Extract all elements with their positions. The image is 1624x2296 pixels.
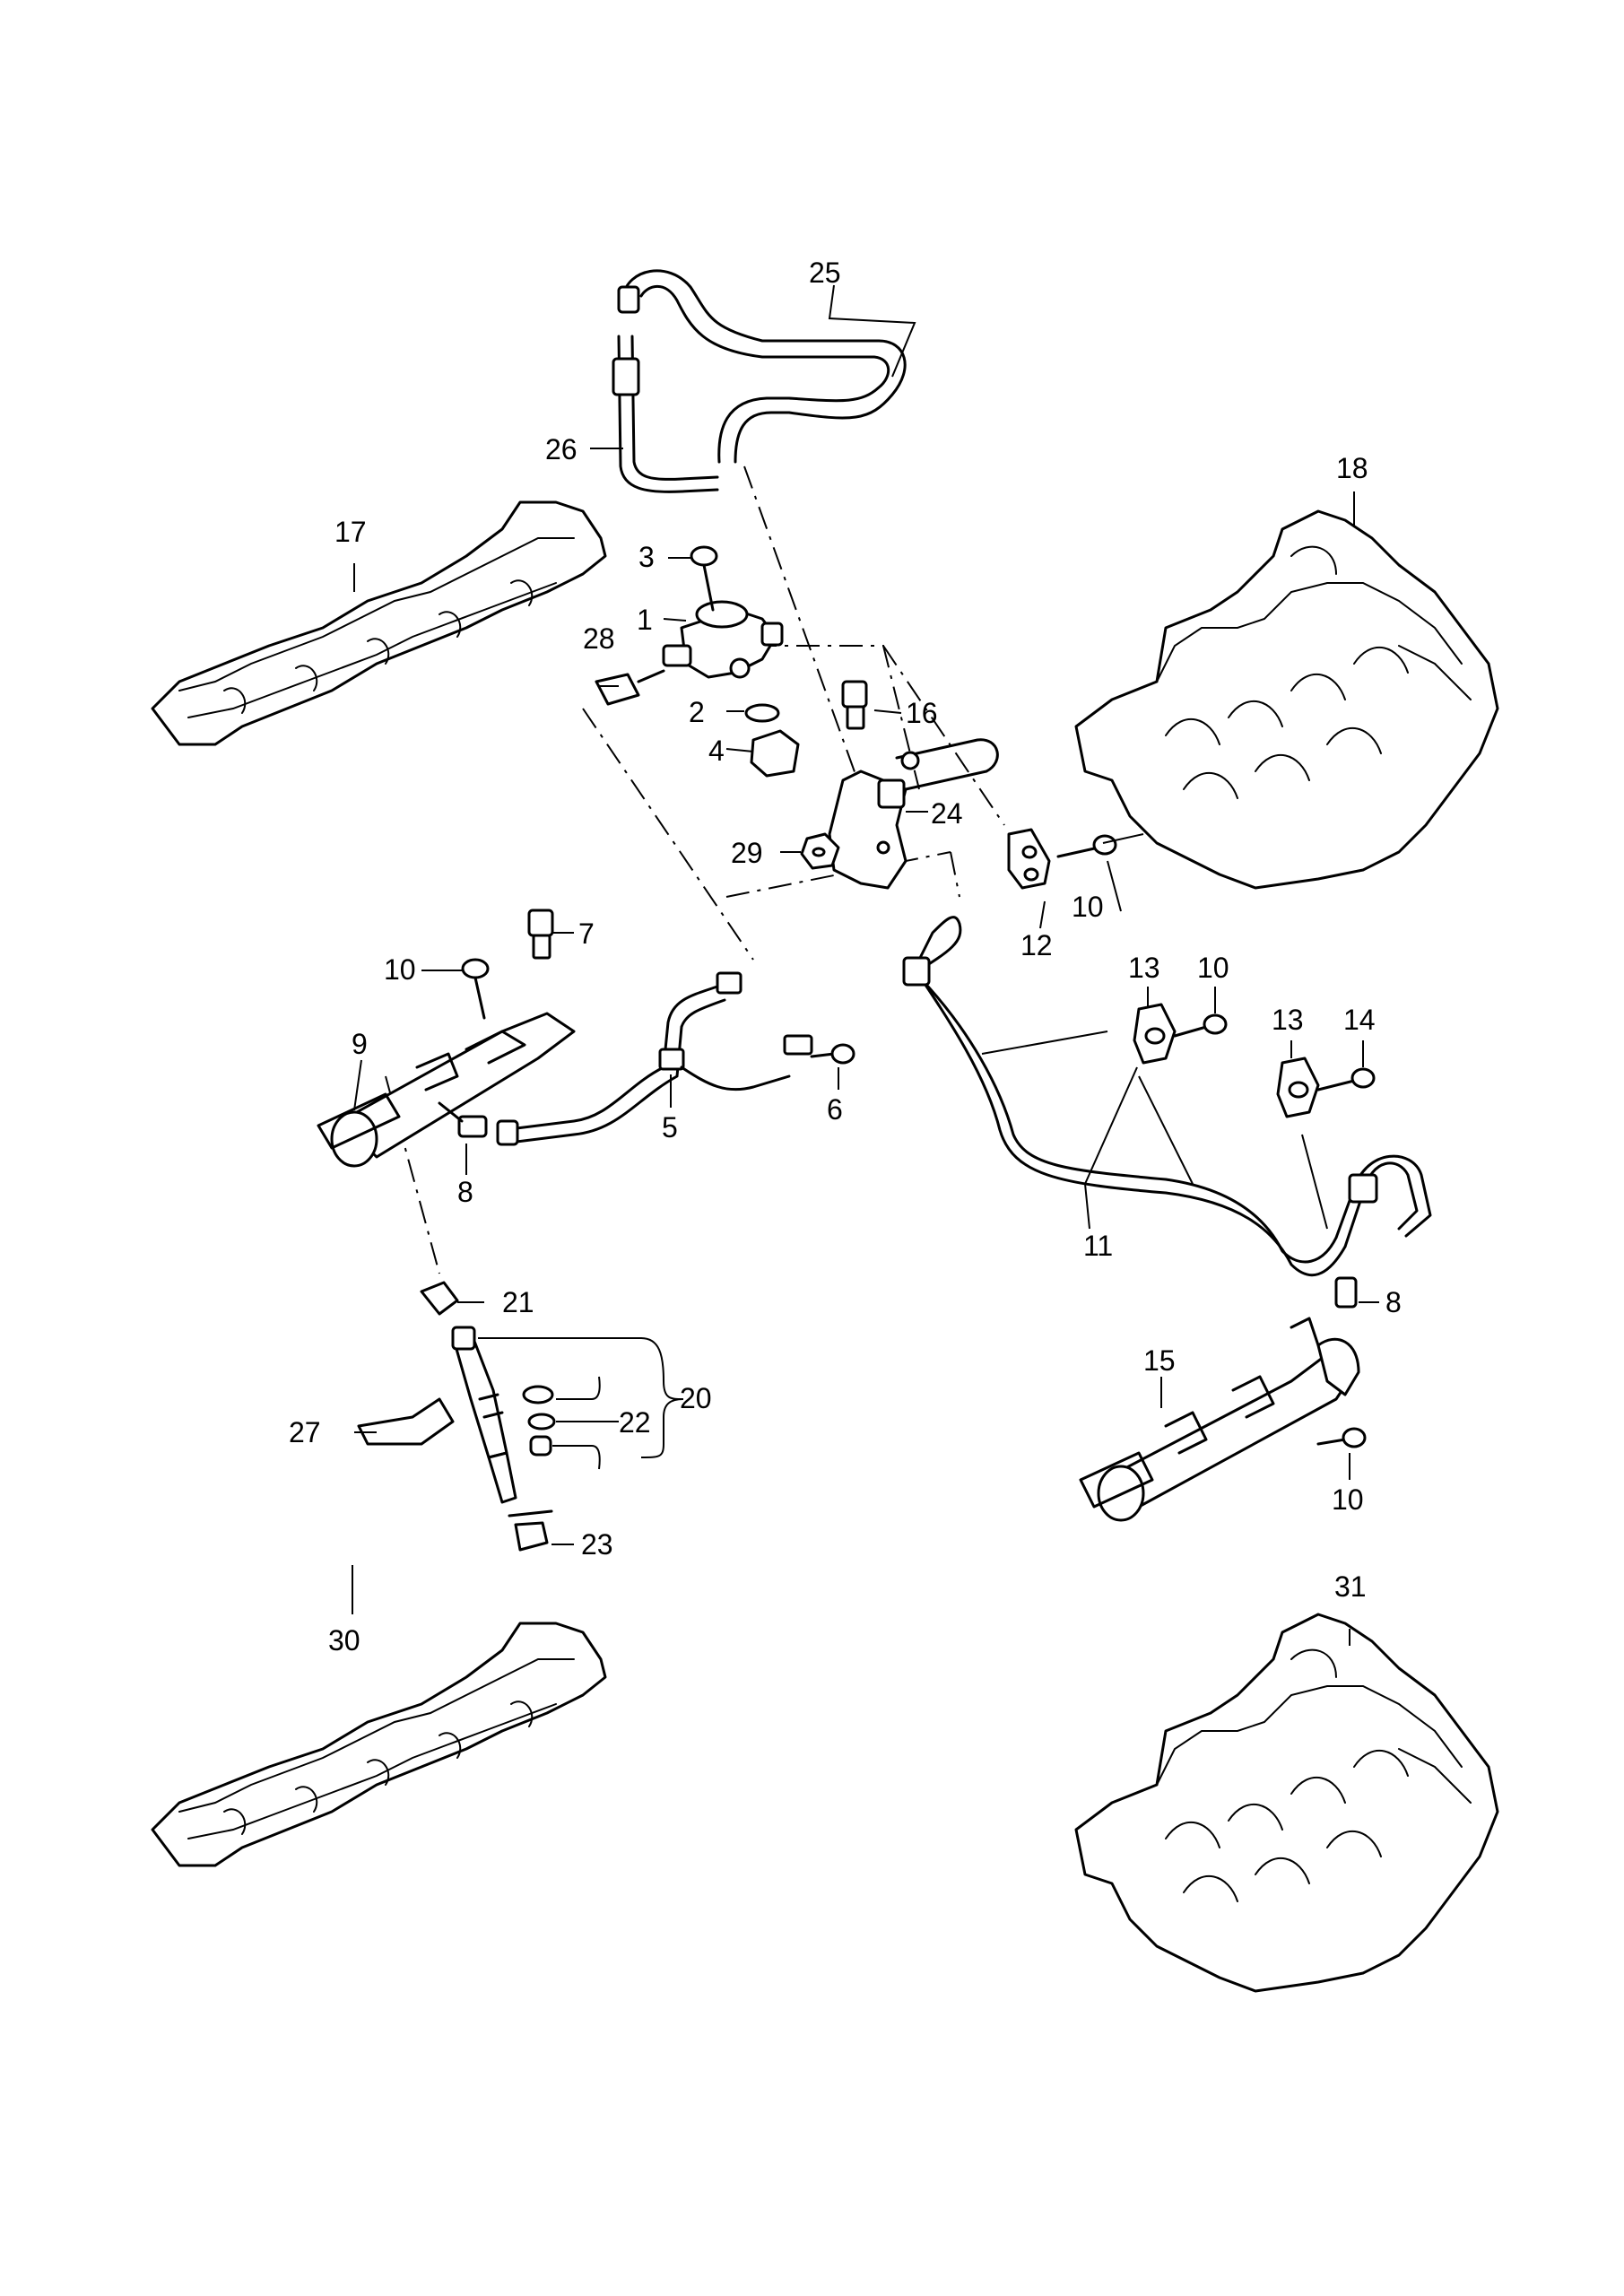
label-8-left: 8: [457, 1176, 473, 1208]
label-10-pump: 10: [1072, 891, 1104, 923]
label-31: 31: [1334, 1570, 1367, 1603]
label-11: 11: [1083, 1230, 1113, 1262]
label-6: 6: [827, 1093, 843, 1126]
gasket-12: [1007, 828, 1051, 890]
fuel-rail-9: [317, 1012, 576, 1168]
seal-set-22: [522, 1385, 556, 1457]
callout-labels: 25 26 17 18 3 1 28 2 4 16 24 29 10 12 7 …: [289, 257, 1402, 1657]
assembly-lines: [385, 465, 1005, 1274]
sensor-7: [527, 909, 554, 960]
injector-20: [451, 1326, 517, 1504]
label-24: 24: [931, 797, 963, 830]
label-12: 12: [1020, 929, 1053, 961]
union-8-right: [1334, 1276, 1358, 1309]
pressure-sensor-16: [841, 680, 868, 730]
label-9: 9: [352, 1028, 368, 1060]
nut-29: [800, 832, 840, 870]
label-17: 17: [334, 516, 367, 548]
clamp-claw-23: [508, 1509, 553, 1552]
clamp-13-lower: [1276, 1057, 1320, 1118]
label-1: 1: [637, 604, 653, 636]
fuel-return-line-26: [612, 335, 719, 493]
bolt-3: [690, 545, 718, 612]
cylinder-head-31: [1074, 1613, 1499, 1993]
connecting-pipe-5: [496, 971, 813, 1146]
label-14: 14: [1343, 1004, 1376, 1036]
fuel-return-line-25: [617, 269, 907, 464]
label-4: 4: [708, 735, 725, 767]
label-30: 30: [328, 1624, 360, 1657]
label-25: 25: [809, 257, 841, 289]
cam-follower-4: [750, 729, 800, 778]
bracket-24: [828, 738, 999, 890]
label-13-upper: 13: [1128, 952, 1160, 984]
label-10-rail-left: 10: [384, 953, 416, 986]
label-22: 22: [619, 1406, 651, 1439]
label-10-clamp: 10: [1197, 952, 1229, 984]
bolt-10-rail-right: [1316, 1427, 1367, 1448]
fuel-line-11: [902, 916, 1432, 1277]
label-8-right: 8: [1385, 1286, 1402, 1318]
label-10-rail-right: 10: [1332, 1483, 1364, 1516]
label-18: 18: [1336, 452, 1368, 484]
clamp-13-upper: [1133, 1003, 1177, 1065]
label-13-lower: 13: [1272, 1004, 1304, 1036]
cylinder-head-18: [1074, 509, 1499, 890]
union-28: [595, 669, 665, 706]
leader-lines: [352, 284, 1379, 1646]
bolt-10-rail-left: [461, 958, 490, 1020]
label-2: 2: [689, 696, 705, 728]
clip-21: [420, 1281, 459, 1316]
bolt-6: [810, 1043, 855, 1065]
bracket-27: [357, 1397, 455, 1446]
fuel-rail-15: [1079, 1317, 1360, 1522]
cylinder-head-30: [151, 1622, 607, 1867]
label-20: 20: [680, 1382, 712, 1414]
bolt-14: [1316, 1067, 1376, 1091]
label-15: 15: [1143, 1344, 1176, 1377]
label-3: 3: [638, 541, 655, 573]
label-26: 26: [545, 433, 578, 465]
label-7: 7: [578, 918, 595, 950]
cylinder-head-17: [151, 500, 607, 746]
label-5: 5: [662, 1111, 678, 1144]
label-21: 21: [502, 1286, 534, 1318]
label-23: 23: [581, 1528, 613, 1561]
label-28: 28: [583, 622, 615, 655]
label-27: 27: [289, 1416, 321, 1448]
label-29: 29: [731, 837, 763, 869]
bolt-10-clamp: [1173, 1013, 1228, 1038]
seal-ring-2: [744, 703, 780, 723]
union-8-left: [438, 1101, 488, 1138]
high-pressure-pump-1: [662, 600, 784, 679]
bolt-10-pump: [1056, 834, 1117, 858]
label-16: 16: [906, 697, 938, 729]
